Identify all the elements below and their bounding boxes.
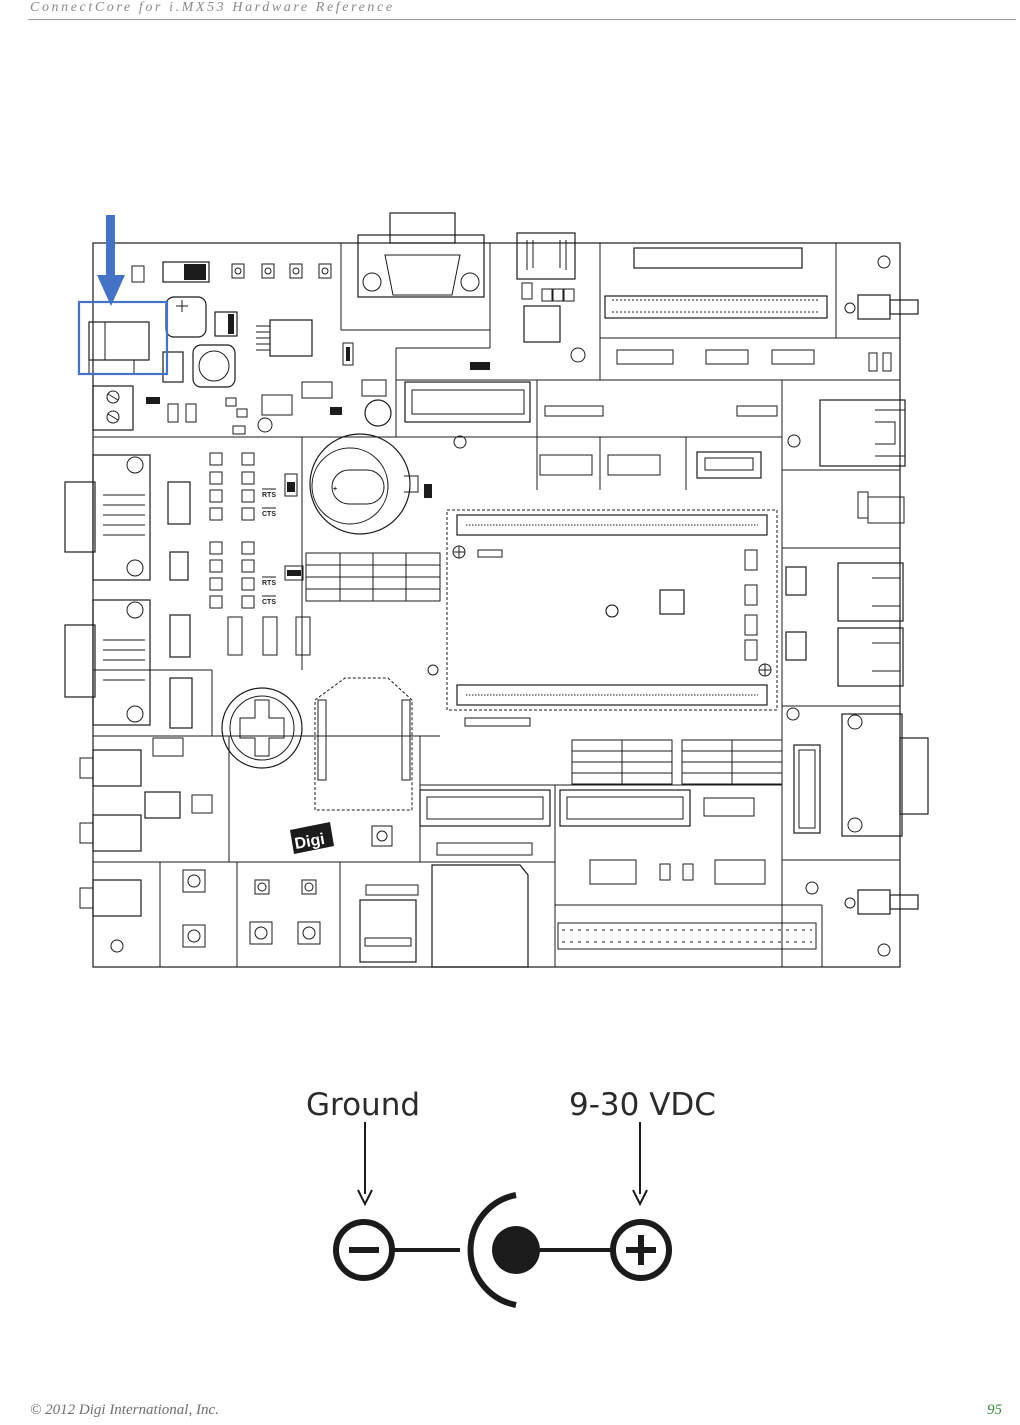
silkscreen-labels: RTS CTS RTS CTS: [262, 489, 276, 606]
audio-jacks: [80, 738, 212, 916]
push-buttons: [111, 870, 320, 952]
supply-arrow: [633, 1122, 647, 1204]
cts-label-1: CTS: [262, 511, 276, 518]
jumper-grid-left: [306, 553, 440, 601]
usb-mini-connector: [517, 233, 585, 362]
digi-logo: Digi: [290, 822, 392, 854]
page-number: 95: [987, 1402, 1002, 1419]
display-connector-right: [794, 714, 928, 836]
rts-label-1: RTS: [262, 492, 276, 499]
board-outline: [93, 243, 900, 967]
supply-voltage-label: 9-30 VDC: [569, 1087, 716, 1123]
power-jack-highlight: [79, 302, 167, 374]
antenna-connector-top: [845, 256, 918, 319]
power-switch: [132, 262, 209, 282]
positive-terminal-icon: [613, 1222, 669, 1278]
cts-label-2: CTS: [262, 599, 276, 606]
serial-components: [168, 453, 310, 728]
board-region-lines: [93, 243, 900, 967]
footer-copyright: © 2012 Digi International, Inc.: [30, 1402, 219, 1419]
battery-holder-2: [222, 688, 302, 768]
lcd-connectors: [605, 248, 827, 318]
serial-connector-1: [65, 455, 150, 580]
micro-sd-slot: [360, 885, 418, 962]
rts-label-2: RTS: [262, 580, 276, 587]
highlight-arrow: [97, 215, 125, 306]
small-headers: [545, 350, 891, 416]
negative-terminal-icon: [336, 1222, 392, 1278]
serial-connector-2: [65, 600, 150, 725]
top-left-components: [146, 264, 391, 434]
ground-label: Ground: [306, 1087, 420, 1123]
mounting-holes: [428, 436, 818, 894]
antenna-connector-bottom: [845, 890, 918, 956]
battery-holder: +: [310, 434, 432, 534]
usb-host-connectors: [786, 492, 904, 686]
ethernet-jack: [788, 400, 905, 466]
jumper-grid-bottom: [572, 740, 782, 784]
polarity-diagram: Ground 9-30 VDC: [306, 1087, 716, 1305]
power-jack: [89, 322, 149, 430]
svg-text:+: +: [333, 486, 337, 493]
ground-arrow: [358, 1122, 372, 1204]
idc-header-top: [405, 362, 530, 422]
idc-headers-bottom: [420, 790, 754, 826]
xbee-socket: [315, 678, 412, 810]
cpu-module: [447, 510, 777, 726]
center-pin-icon: [492, 1226, 540, 1274]
db9-connector-top: [358, 213, 484, 297]
